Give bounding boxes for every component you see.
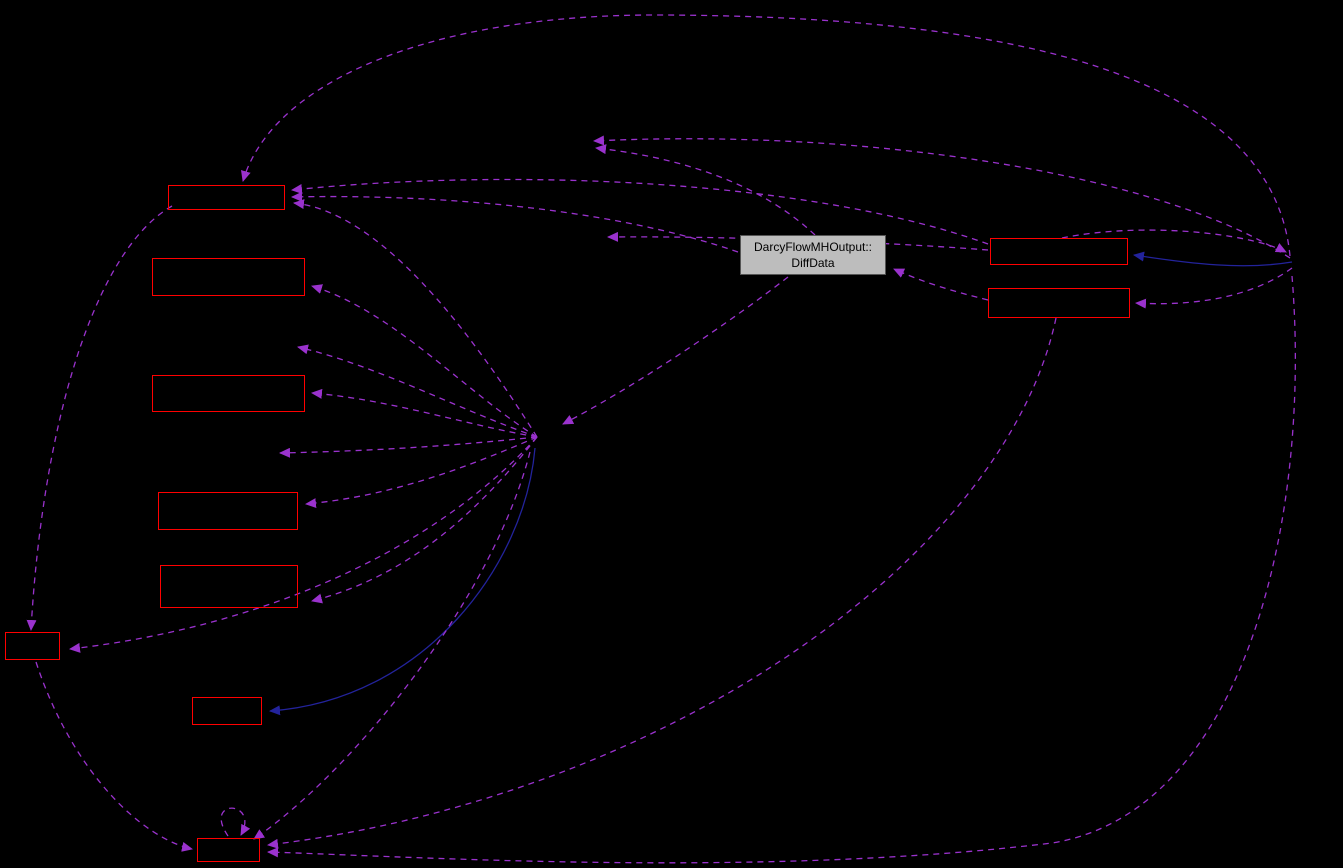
edge-e9 bbox=[562, 276, 789, 425]
class-node-node-small-mid[interactable] bbox=[192, 697, 262, 725]
edge-group bbox=[26, 14, 1297, 864]
class-node-node-right-1[interactable] bbox=[990, 238, 1128, 265]
class-node-node-right-2[interactable] bbox=[988, 288, 1130, 318]
edge-e19 bbox=[267, 317, 1057, 849]
edge-e18 bbox=[269, 447, 536, 716]
edge-e14 bbox=[893, 268, 989, 301]
edge-e3 bbox=[297, 344, 538, 438]
edge-e10 bbox=[241, 14, 1291, 257]
edge-e8 bbox=[69, 436, 538, 653]
edge-e13 bbox=[595, 144, 816, 236]
class-node-node-left-5[interactable] bbox=[160, 565, 298, 608]
edge-e5 bbox=[279, 436, 538, 458]
edge-e17 bbox=[1061, 229, 1287, 253]
class-node-node-left-3[interactable] bbox=[152, 375, 305, 412]
edge-e7 bbox=[311, 436, 538, 604]
edge-e26 bbox=[291, 178, 989, 245]
edge-e12 bbox=[607, 231, 989, 251]
edge-e1 bbox=[293, 199, 538, 438]
edge-e11 bbox=[593, 135, 1291, 259]
class-node-node-left-4[interactable] bbox=[158, 492, 298, 530]
edge-e24 bbox=[35, 661, 193, 852]
class-node-node-left-2[interactable] bbox=[152, 258, 305, 296]
edge-e16 bbox=[1133, 251, 1293, 267]
edge-e2 bbox=[311, 284, 538, 438]
center-class-node: DarcyFlowMHOutput:: DiffData bbox=[740, 235, 886, 275]
edge-e6 bbox=[305, 436, 538, 509]
class-node-node-far-left[interactable] bbox=[5, 632, 60, 660]
class-node-node-top-left[interactable] bbox=[168, 185, 285, 210]
edge-e22 bbox=[253, 451, 531, 840]
edge-e4 bbox=[311, 388, 538, 438]
center-class-label-line1: DarcyFlowMHOutput:: bbox=[753, 239, 873, 254]
edge-e21 bbox=[220, 807, 251, 837]
edge-e23 bbox=[26, 205, 173, 631]
edge-e25 bbox=[291, 191, 739, 253]
center-class-label-line2: DiffData bbox=[791, 256, 835, 270]
edge-e15 bbox=[1135, 267, 1293, 309]
class-node-node-bottom[interactable] bbox=[197, 838, 260, 862]
edge-e20 bbox=[267, 275, 1297, 864]
